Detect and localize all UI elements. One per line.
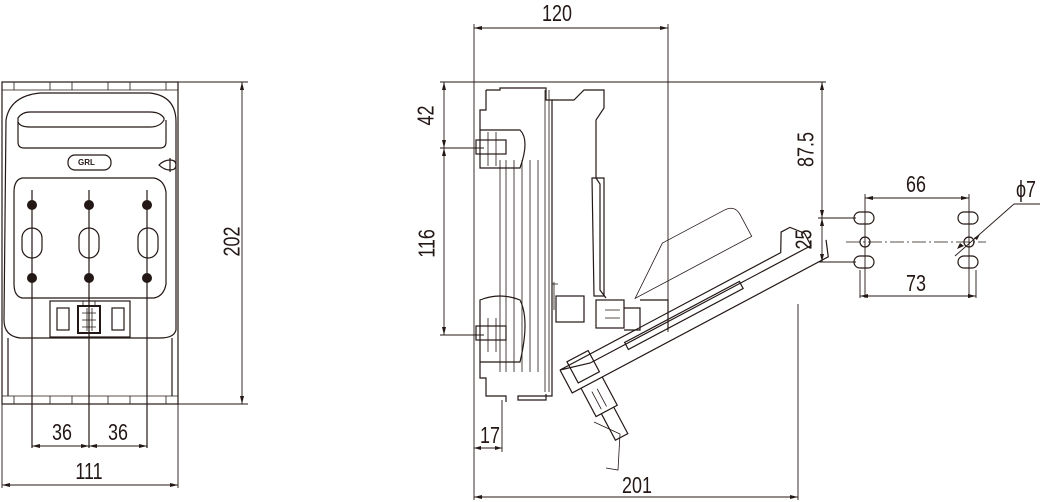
dim-hole-diameter: ϕ7 <box>1015 176 1037 202</box>
dim-pitch-left: 36 <box>52 419 72 445</box>
side-view <box>440 24 829 500</box>
dim-total-width: 111 <box>75 458 103 484</box>
dim-hole-spacing-inner: 66 <box>906 171 926 197</box>
dim-depth-open: 201 <box>622 472 652 498</box>
front-view <box>1 81 248 488</box>
mounting-pattern <box>818 82 1040 298</box>
brand-logo: GRL <box>78 158 95 167</box>
dim-depth-closed: 120 <box>542 0 572 26</box>
dim-hole-spacing-outer: 73 <box>906 270 926 296</box>
contact-screws <box>21 200 159 283</box>
dim-height: 202 <box>218 226 245 257</box>
dim-base-offset: 17 <box>480 422 500 448</box>
dim-slot-spacing: 25 <box>790 229 817 250</box>
dim-top-to-center: 87.5 <box>792 132 819 167</box>
dim-pitch-right: 36 <box>108 419 128 445</box>
dim-top-offset: 42 <box>412 105 439 126</box>
dim-mount-spacing: 116 <box>413 229 440 258</box>
